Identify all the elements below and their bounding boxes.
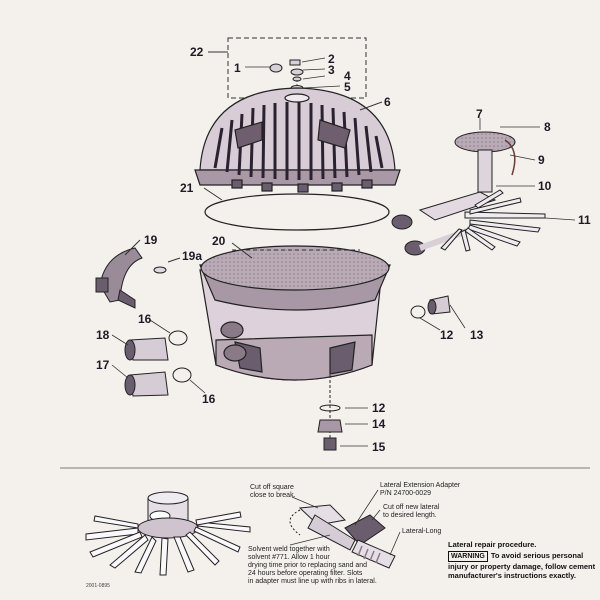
lid-o-ring [204, 193, 390, 231]
part-number-3: 3 [328, 63, 335, 77]
diffuser-assembly [391, 131, 546, 256]
part-number-15: 15 [372, 440, 386, 454]
filter-tank [199, 245, 391, 381]
part-number-21: 21 [180, 181, 194, 195]
note-cut-square: Cut off square close to break. [250, 484, 296, 499]
drawing-code: 2001-0895 [86, 583, 110, 589]
part-number-18: 18 [96, 328, 110, 342]
part-number-6: 6 [384, 95, 391, 109]
lateral-hub [85, 491, 251, 576]
bulkhead-fittings [124, 295, 451, 397]
part-number-12-upper: 12 [440, 328, 454, 342]
part-number-12-lower: 12 [372, 401, 386, 415]
filter-dome [194, 87, 401, 193]
part-number-17: 17 [96, 358, 110, 372]
part-number-1: 1 [234, 61, 241, 75]
note-solvent: Solvent weld together with solvent #771.… [248, 546, 377, 585]
part-number-13: 13 [470, 328, 484, 342]
part-number-19a: 19a [182, 249, 203, 263]
lateral-adapter-detail [289, 504, 396, 569]
part-number-20: 20 [212, 234, 226, 248]
drain-valve-body [95, 247, 167, 309]
note-cut-new: Cut off new lateral to desired length. [383, 504, 440, 519]
part-number-9: 9 [538, 153, 545, 167]
part-number-5: 5 [344, 80, 351, 94]
part-number-10: 10 [538, 179, 552, 193]
warning-tag: WARNING [448, 551, 488, 562]
part-number-11: 11 [578, 213, 591, 227]
part-number-16-lower: 16 [202, 392, 216, 406]
part-number-2: 2 [328, 52, 335, 66]
repair-title: Lateral repair procedure. [448, 540, 537, 549]
part-number-7: 7 [476, 107, 483, 121]
part-number-8: 8 [544, 120, 551, 134]
drain-parts [317, 375, 343, 451]
note-lateral-long: Lateral-Long [402, 528, 442, 535]
note-adapter: Lateral Extension Adapter P/N 24700-0029 [380, 482, 461, 497]
part-number-19: 19 [144, 233, 158, 247]
part-number-4: 4 [344, 69, 351, 83]
part-number-16-upper: 16 [138, 312, 152, 326]
valve-parts [269, 59, 304, 91]
warning-text: To avoid serious personal injury or prop… [448, 551, 596, 580]
part-number-22: 22 [190, 45, 204, 59]
part-number-14: 14 [372, 417, 386, 431]
